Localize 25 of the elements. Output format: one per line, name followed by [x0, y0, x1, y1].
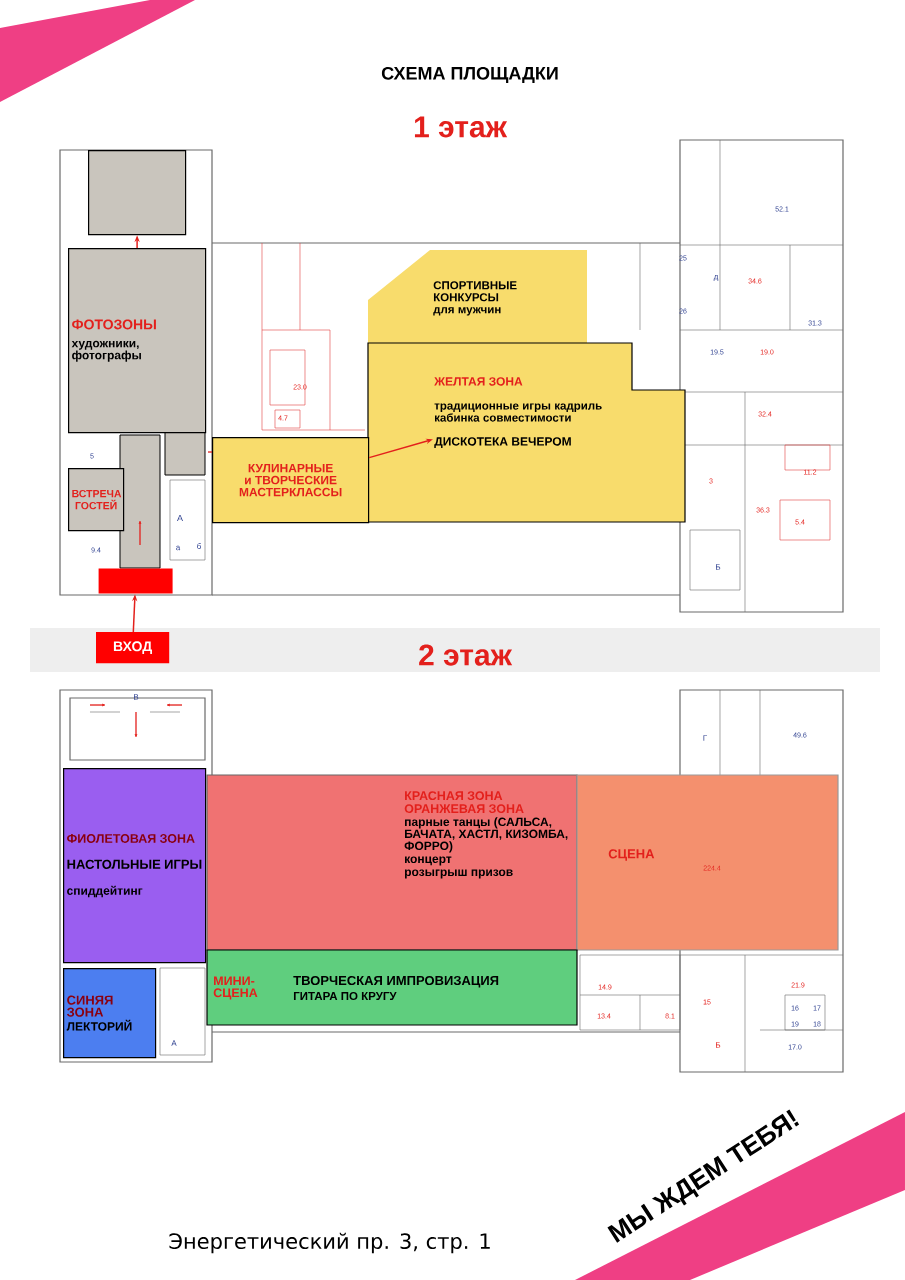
room-number: В — [134, 694, 139, 700]
staircase-box — [88, 150, 187, 236]
room-number: Г — [703, 735, 707, 741]
zone-area: ФОТОЗОНЫ художники, фотографы — [68, 248, 207, 434]
zone-area: МИНИ-СЦЕНА ТВОРЧЕСКАЯ ИМПРОВИЗАЦИЯ ГИТАРА ПО КРУГУ — [206, 949, 578, 1026]
room-number: А — [171, 1040, 177, 1046]
entrance-bar — [98, 568, 173, 594]
room-number: Б — [716, 1042, 721, 1048]
zone-area: КУЛИНАРНЫЕ и ТВОРЧЕСКИЕ МАСТЕРКЛАССЫ — [212, 437, 370, 524]
room-number: А — [177, 514, 183, 522]
floor-heading: 1 этаж — [414, 116, 508, 138]
zone-area: ФИОЛЕТОВАЯ ЗОНА НАСТОЛЬНЫЕ ИГРЫ спиддейтинг — [63, 768, 207, 964]
address-text: Энергетический пр. 3, стр. 1 — [169, 1232, 490, 1254]
room-number: Б — [716, 564, 721, 570]
zone-area: СПОРТИВНЫЕ КОНКУРСЫ для мужчин — [368, 250, 587, 343]
room-number: б — [197, 543, 201, 549]
zone-area: ВСТРЕЧА ГОСТЕЙ — [68, 468, 125, 532]
room-number: д — [713, 275, 719, 281]
zone-area: СИНЯЯ ЗОНА ЛЕКТОРИЙ — [63, 968, 157, 1059]
floor-heading: 2 этаж — [419, 644, 513, 666]
zone-area: КРАСНАЯ ЗОНА ОРАНЖЕВАЯ ЗОНА парные танцы (САЛЬСА, БАЧАТА, ХАСТЛ, КИЗОМБА, ФОРРО) концерт розыгрыш призов — [206, 774, 578, 951]
node-label: для мужчин — [433, 307, 501, 316]
page-title: СХЕМА ПЛОЩАДКИ — [381, 66, 558, 84]
room-number: а — [176, 545, 181, 551]
entrance-sign: ВХОД — [96, 632, 170, 664]
